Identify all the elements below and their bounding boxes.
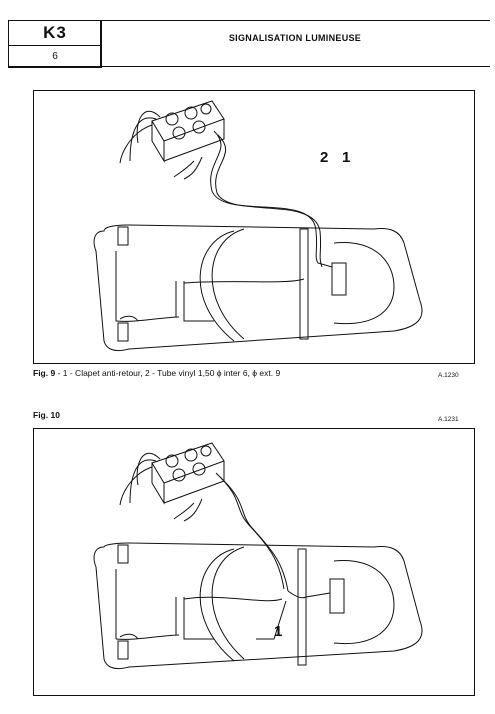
figure-9-caption-text: - 1 - Clapet anti-retour, 2 - Tube vinyl… <box>57 368 281 378</box>
header-bottom-rule <box>8 66 490 67</box>
section-code-box: K3 6 <box>8 20 102 68</box>
figure-10-callout-1: 1 <box>274 623 283 640</box>
figure-9-caption: Fig. 9 - 1 - Clapet anti-retour, 2 - Tub… <box>33 368 280 378</box>
figure-9-reference: A.1230 <box>438 372 459 379</box>
figure-9-label: Fig. 9 <box>33 368 56 378</box>
figure-10-frame: 1 <box>33 428 475 696</box>
figure-9-callout-1: 1 <box>342 149 351 166</box>
header-top-rule <box>8 20 490 21</box>
header-separator <box>100 20 101 66</box>
figure-9-illustration <box>93 100 423 352</box>
figure-9-frame: 2 1 <box>33 90 475 364</box>
page-title: SIGNALISATION LUMINEUSE <box>228 33 362 43</box>
figure-9-callout-2: 2 <box>320 149 329 166</box>
page-number: 6 <box>52 51 58 62</box>
section-code: K3 <box>9 21 101 46</box>
figure-10-illustration <box>93 442 423 670</box>
figure-10-reference: A.1231 <box>438 416 459 423</box>
figure-10-label: Fig. 10 <box>33 410 60 420</box>
